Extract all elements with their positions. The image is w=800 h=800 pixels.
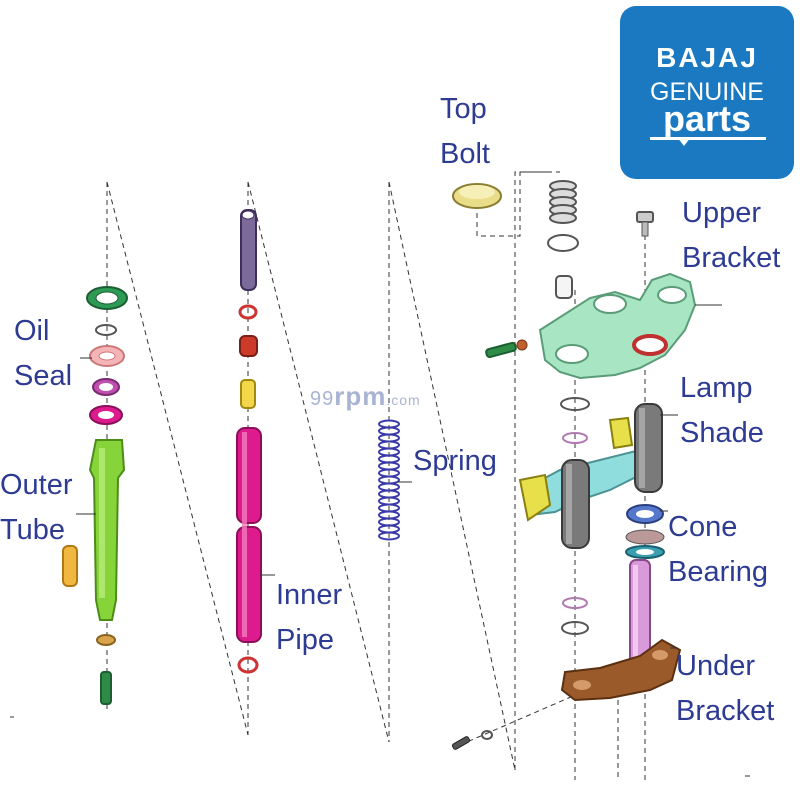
label-lamp-shade: Lamp Shade [680,372,764,449]
oil-lock-piece-part [62,545,78,587]
spring-part [378,419,400,541]
logo-arrow-icon [677,137,691,146]
inner-pipe-assembly [236,209,262,674]
damper-rod-part [240,209,257,291]
watermark-main: rpm [334,381,387,411]
outer-tube-part [88,439,126,621]
guide-bush-part [237,656,259,674]
bajaj-genuine-parts-logo: BAJAJ GENUINE parts [620,6,794,179]
logo-underline [650,137,766,140]
bearing-washer-part [560,397,590,411]
damper-piece-part [239,335,258,357]
piston-ring-part [238,304,258,320]
inner-pipe-part [236,427,262,524]
label-inner-pipe: Inner Pipe [276,579,343,656]
label-oil-seal: Oil Seal [14,315,73,392]
top-o-ring-part [547,234,579,252]
top-collar-part [555,275,573,299]
watermark-suffix: .com [386,392,421,408]
watermark: 99rpm.com [310,381,421,412]
outer-tube-assembly [10,286,128,718]
upper-bolt-part [636,211,654,237]
label-leader-lines [76,304,722,649]
under-bracket-bolt-part [451,736,471,750]
rebound-spring-part [240,379,256,409]
label-cone-bearing: Cone Bearing [668,511,768,588]
label-spring: Spring [413,445,497,477]
outer-tube-bolt-part [100,671,112,705]
drain-washer-part [96,634,116,646]
steering-assembly [451,180,750,777]
logo-genuine: GENUINE [650,78,764,106]
label-outer-tube: Outer Tube [0,469,73,546]
circlip-part [95,324,117,336]
label-upper-bracket: Upper Bracket [682,197,781,274]
label-top-bolt: Top Bolt [440,93,490,170]
top-bolt-thread-part [549,180,577,224]
under-bracket-part [560,638,682,702]
handle-clamp-bolt-part [485,341,517,359]
watermark-prefix: 99 [310,388,335,410]
logo-brand: BAJAJ [656,42,758,73]
logo-parts: parts [662,98,752,139]
label-under-bracket: Under Bracket [676,650,775,727]
